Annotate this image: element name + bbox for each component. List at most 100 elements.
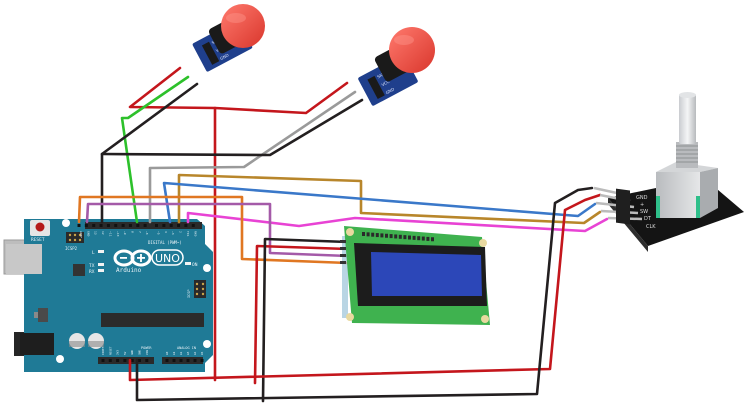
lcd-header-pin (385, 233, 388, 238)
digital-pin (155, 224, 158, 227)
mount-hole (203, 264, 211, 272)
digital-pin-label: ~3 (171, 231, 175, 235)
encoder-sw-label: SW (640, 209, 648, 215)
lcd-header-pin (431, 237, 434, 242)
power-pin (123, 359, 127, 362)
digital-pin (184, 224, 188, 227)
wire-encoder-sw (162, 181, 597, 224)
digital-pin (177, 224, 181, 227)
analog-pin-label: A2 (179, 351, 183, 355)
analog-pin (179, 359, 183, 362)
digital-pin-label: TX1 (186, 231, 190, 237)
power-pin (116, 359, 120, 362)
brand-label: Arduino (116, 267, 142, 274)
wire-gnd-bus (135, 186, 594, 402)
digital-pin (128, 224, 132, 227)
wire-lcd-scl (77, 195, 350, 265)
lcd-header-pin (403, 235, 407, 240)
lcd-header-pin (362, 232, 365, 236)
digital-pin (143, 224, 147, 227)
lcd-header-pin (371, 232, 375, 237)
module-2-vcc-label: VCC (380, 79, 390, 87)
mount-hole (56, 355, 64, 363)
lcd-mount-hole (346, 313, 354, 321)
digital-pin-label: ~11 (108, 231, 112, 237)
digital-pin-label: AREF (79, 231, 83, 238)
wire-button2-sig (148, 90, 357, 224)
digital-pin (92, 224, 96, 227)
lcd-i2c-backpack-edge (342, 236, 348, 318)
led-l (98, 250, 104, 253)
analog-pin (200, 359, 204, 362)
lcd-connector-pins (340, 240, 346, 264)
capacitor-1-band (69, 341, 85, 347)
power-pin-label: IOREF (101, 346, 105, 355)
digital-pin (136, 224, 140, 227)
digital-pin-label: 2 (179, 231, 183, 233)
power-pin-label: 5V (123, 351, 127, 355)
icsp-header (194, 280, 206, 298)
digital-label: DIGITAL (PWM~) (148, 240, 182, 245)
push-button-module-2: SIG VCC GND (358, 27, 435, 106)
lcd-header-pin (398, 234, 402, 239)
wire-encoder-clk (186, 211, 609, 233)
lcd-mount-hole (479, 239, 487, 247)
led-on (185, 262, 191, 265)
tx-label: TX (89, 263, 95, 269)
lcd-header-pin (417, 236, 421, 241)
wire-button1-vcc (128, 66, 217, 382)
led-rx (98, 269, 104, 272)
wire-lcd-vcc (253, 244, 350, 385)
lcd-header-pin (389, 234, 393, 239)
mount-hole (203, 340, 211, 348)
wire-button2-gnd (100, 98, 364, 157)
lcd-16x2-module (340, 226, 490, 325)
module-1-pin-header (201, 41, 220, 65)
rotary-encoder-module: GND + SW DT CLK (593, 92, 744, 252)
encoder-gnd-label: GND (636, 195, 648, 201)
lcd-header-pin (375, 233, 379, 238)
model-label: UNO (155, 252, 180, 265)
digital-pin-label: ~10 (116, 231, 120, 237)
on-label: ON (192, 262, 198, 268)
lcd-header-pins (362, 232, 434, 242)
digital-pin-label: GND (86, 231, 90, 237)
analog-pin-label: A4 (193, 351, 197, 355)
analog-pin (172, 359, 176, 362)
encoder-body-side (700, 168, 718, 218)
voltage-regulator (38, 308, 48, 322)
digital-pin-label: 4 (164, 231, 168, 233)
encoder-body-insulator (696, 196, 700, 218)
power-pin (101, 359, 105, 362)
digital-pin (169, 224, 173, 227)
encoder-vcc-label: + (640, 202, 644, 208)
reset-label: RESET (31, 237, 45, 243)
power-pin (138, 359, 141, 362)
digital-pin-label: 8 (130, 231, 134, 233)
wire-lcd-gnd (261, 237, 350, 403)
rx-label: RX (89, 269, 95, 275)
digital-pin-label: ~5 (157, 231, 161, 235)
analog-pin (193, 359, 197, 362)
digital-header (85, 222, 202, 229)
module-1-gnd-label: GND (219, 52, 229, 61)
board-pcb (24, 219, 213, 372)
digital-pin-label: RX0 (193, 231, 197, 237)
module-2-pin-header (367, 75, 385, 100)
digital-pin (121, 224, 125, 227)
led-tx (98, 263, 104, 266)
lcd-header-pin (408, 235, 411, 240)
module-2-gnd-label: GND (385, 87, 395, 96)
encoder-body-insulator (656, 196, 660, 218)
digital-pin-label: 12 (101, 231, 105, 235)
capacitor-2-band (88, 341, 104, 347)
wire-button1-sig (120, 75, 190, 224)
analog-label: ANALOG IN (177, 346, 196, 350)
analog-pin-label: A5 (200, 351, 204, 355)
module-2-sig-label: SIG (376, 72, 384, 80)
lcd-header-pin (380, 233, 384, 238)
analog-pin (165, 359, 169, 362)
